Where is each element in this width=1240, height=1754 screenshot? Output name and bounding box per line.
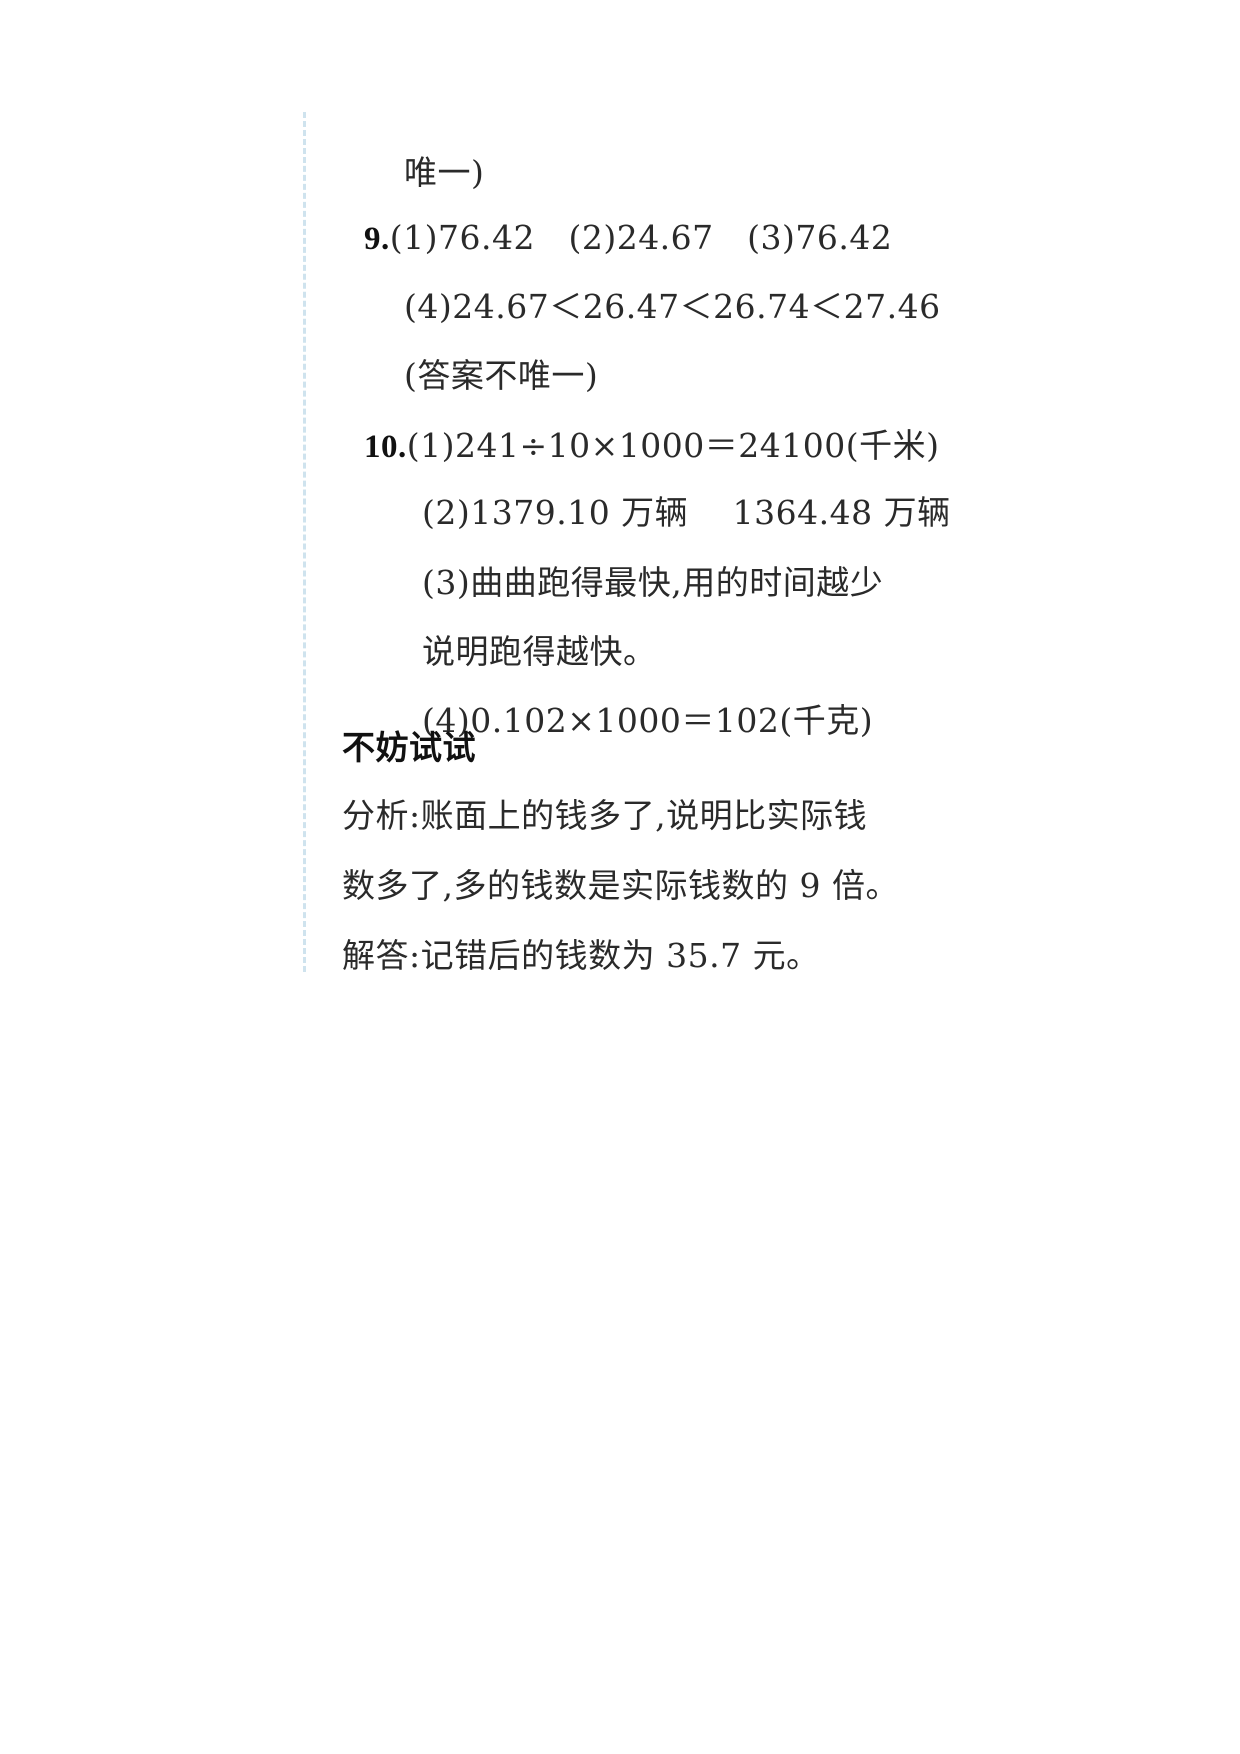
question-number-10: 10. [363,429,407,465]
analysis-line-1: 分析:账面上的钱多了,说明比实际钱 [342,796,868,835]
answer-10-line-2: (2)1379.10 万辆 1364.48 万辆 [400,453,951,533]
question-number-9: 9. [363,221,390,257]
answer-10-line-5: (4)0.102×1000＝102(千克) [400,661,873,741]
answer-text: (1)76.42 (2)24.67 (3)76.42 [389,218,893,257]
solution-line: 解答:记错后的钱数为 35.7 元。 [342,936,820,975]
answer-text: (答案不唯一) [403,356,599,395]
answer-10-line-1: 10.(1)241÷10×1000＝24100(千米) [342,386,939,467]
answer-text: (4)24.67＜26.47＜26.74＜27.46 [403,287,941,326]
answer-text: 说明跑得越快。 [421,632,657,671]
analysis-line-2: 数多了,多的钱数是实际钱数的 9 倍。 [342,866,899,905]
answer-10-line-3: (3)曲曲跑得最快,用的时间越少 [400,523,883,603]
section-heading: 不妨试试 [342,728,476,767]
answer-continuation: 唯一) [382,113,484,193]
answer-10-line-4: 说明跑得越快。 [400,592,656,672]
answer-text: (1)241÷10×1000＝24100(千米) [406,426,940,465]
answer-9-line-1: 9.(1)76.42 (2)24.67 (3)76.42 [342,178,892,259]
answer-text: (2)1379.10 万辆 1364.48 万辆 [421,493,951,532]
dashed-margin-line [303,112,306,972]
answer-9-line-3: (答案不唯一) [382,316,598,396]
answer-text: (3)曲曲跑得最快,用的时间越少 [421,563,884,602]
answer-text: (4)0.102×1000＝102(千克) [421,701,874,740]
answer-text: 唯一) [403,153,485,192]
answer-9-line-2: (4)24.67＜26.47＜26.74＜27.46 [382,247,941,327]
